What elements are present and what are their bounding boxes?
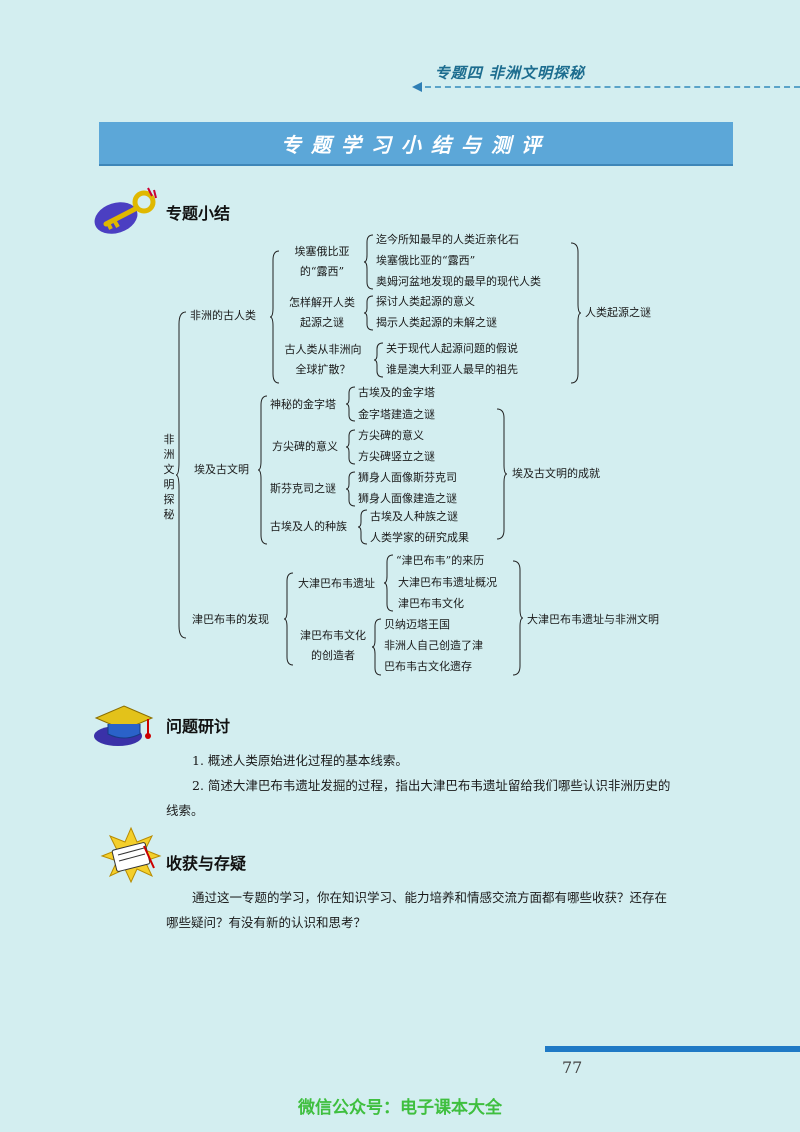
topic-pyramids: 神秘的金字塔 xyxy=(270,398,336,411)
topic-zimbabwe-brace xyxy=(384,554,394,612)
topic-egyptian-race: 古埃及人的种族 xyxy=(270,520,347,533)
map-root-label: 非洲文明探秘 xyxy=(163,433,175,521)
branch-ancient-egypt: 埃及古文明 xyxy=(194,463,249,476)
footer-watermark: 微信公众号：电子课本大全 xyxy=(298,1098,502,1118)
topic-origin-mystery: 怎样解开人类 起源之谜 xyxy=(289,296,355,329)
item-origin-significance: 探讨人类起源的意义 xyxy=(376,295,475,308)
topic-great-zimbabwe: 大津巴布韦遗址 xyxy=(298,577,375,590)
item-zimbabwe-origin: “津巴布韦”的来历 xyxy=(396,554,485,567)
conclusion-zimbabwe-civilization: 大津巴布韦遗址与非洲文明 xyxy=(527,613,659,626)
topic-creators-brace xyxy=(372,618,382,676)
topic-ethiopia-lucy: 埃塞俄比亚 的“露西” xyxy=(294,245,350,278)
conclusion3-brace xyxy=(512,560,524,676)
discussion-q1: 1. 概述人类原始进化过程的基本线索。 xyxy=(192,753,408,768)
item-site-overview: 大津巴布韦遗址概况 xyxy=(398,576,497,589)
item-australia-ancestor: 谁是澳大利亚人最早的祖先 xyxy=(386,363,518,376)
notebook-burst-icon xyxy=(100,826,162,884)
item-race-mystery: 古埃及人种族之谜 xyxy=(370,510,458,523)
topic2-brace xyxy=(364,295,374,331)
topic-obelisk: 方尖碑的意义 xyxy=(272,440,338,453)
key-icon xyxy=(94,187,157,234)
item-ancient-remains: 巴布韦古文化遗存 xyxy=(384,660,472,673)
conclusion2-brace xyxy=(496,408,508,540)
topic1-brace xyxy=(364,234,374,290)
item-sphinx: 狮身人面像斯芬克司 xyxy=(358,471,457,484)
chapter-title: 专题四 非洲文明探秘 xyxy=(434,64,585,82)
harvest-section-title: 收获与存疑 xyxy=(166,854,247,873)
topic-culture-creators: 津巴布韦文化 的创造者 xyxy=(300,629,366,662)
topic-sphinx-brace xyxy=(346,471,356,507)
discussion-q2-line1: 2. 简述大津巴布韦遗址发掘的过程，指出大津巴布韦遗址留给我们哪些认识非洲历史的 xyxy=(192,778,671,793)
item-anthropology: 人类学家的研究成果 xyxy=(370,531,469,544)
page-number: 77 xyxy=(562,1058,583,1077)
conclusion-egypt-achievement: 埃及古文明的成就 xyxy=(512,467,600,480)
topic-human-spread: 古人类从非洲向 全球扩散？ xyxy=(284,343,362,376)
topic-sphinx: 斯芬克司之谜 xyxy=(270,482,336,495)
branch-zimbabwe: 津巴布韦的发现 xyxy=(192,613,269,626)
item-lucy: 埃塞俄比亚的“露西” xyxy=(376,254,476,267)
item-earliest-fossil: 迄今所知最早的人类近亲化石 xyxy=(376,233,519,246)
page-number-bar xyxy=(545,1046,800,1052)
header-dashed-line xyxy=(415,86,800,88)
branch3-brace xyxy=(284,572,294,666)
topic-race-brace xyxy=(358,509,368,545)
item-benamaita-kingdom: 贝纳迈塔王国 xyxy=(384,618,450,631)
graduation-cap-icon xyxy=(94,705,154,746)
item-pyramid-building: 金字塔建造之谜 xyxy=(358,408,435,421)
topic3-brace xyxy=(374,342,384,378)
harvest-line1: 通过这一专题的学习，你在知识学习、能力培养和情感交流方面都有哪些收获？还存在 xyxy=(192,890,668,905)
item-origin-unsolved: 揭示人类起源的未解之谜 xyxy=(376,316,497,329)
branch-ancient-humans: 非洲的古人类 xyxy=(190,309,256,322)
conclusion1-brace xyxy=(570,242,582,384)
item-obelisk-erecting: 方尖碑竖立之谜 xyxy=(358,450,435,463)
arrow-left-icon xyxy=(412,82,422,92)
topic-pyramids-brace xyxy=(346,386,356,422)
branch1-brace xyxy=(270,250,280,384)
topic-obelisk-brace xyxy=(346,429,356,465)
discussion-section-title: 问题研讨 xyxy=(166,717,231,736)
concept-map: 非洲文明探秘 非洲的古人类 埃塞俄比亚 的“露西” 迄今所知最早的人类近亲化石 … xyxy=(163,233,659,676)
conclusion-human-origin: 人类起源之谜 xyxy=(585,306,651,319)
harvest-line2: 哪些疑问？有没有新的认识和思考？ xyxy=(166,915,367,930)
item-origin-hypothesis: 关于现代人起源问题的假说 xyxy=(386,342,518,355)
item-egypt-pyramids: 古埃及的金字塔 xyxy=(358,386,435,399)
banner-title: 专题学习小结与测评 xyxy=(99,122,733,164)
root-brace xyxy=(176,311,187,639)
discussion-q2-line2: 线索。 xyxy=(166,803,204,818)
branch2-brace xyxy=(258,395,268,545)
item-africans-created: 非洲人自己创造了津 xyxy=(384,639,483,652)
item-omo-basin: 奥姆河盆地发现的最早的现代人类 xyxy=(376,275,541,288)
item-zimbabwe-culture: 津巴布韦文化 xyxy=(398,597,464,610)
item-sphinx-building: 狮身人面像建造之谜 xyxy=(358,492,457,505)
item-obelisk-meaning: 方尖碑的意义 xyxy=(358,429,424,442)
summary-section-title: 专题小结 xyxy=(166,204,231,223)
